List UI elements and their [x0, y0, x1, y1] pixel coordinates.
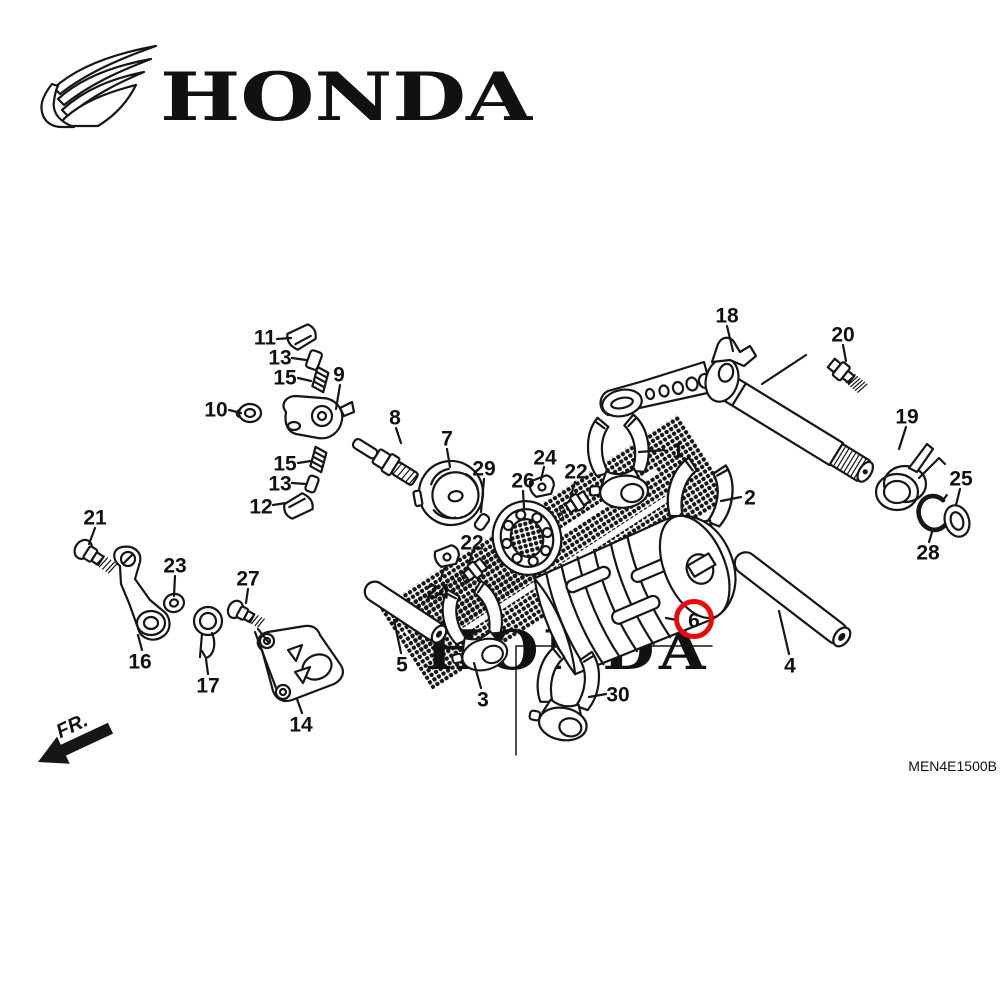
part-label-12: 12 [249, 496, 272, 519]
part-label-16: 16 [128, 651, 151, 674]
highlight-circle-part-6 [674, 599, 714, 639]
part-3-drawing [441, 579, 509, 672]
part-label-10: 10 [204, 399, 227, 422]
part-13-upper-drawing [305, 349, 323, 371]
part-label-26: 26 [511, 470, 534, 493]
part-12-drawing [283, 492, 314, 520]
part-6-drawing [533, 514, 737, 676]
part-label-15: 15 [273, 367, 297, 390]
diagram-code: MEN4E1500B [908, 758, 997, 774]
part-label-22: 22 [564, 461, 587, 484]
front-arrow-icon [38, 722, 114, 764]
part-9-drawing [282, 394, 356, 440]
part-label-11: 11 [254, 327, 277, 350]
part-15-lower-drawing [309, 445, 328, 474]
part-11-drawing [286, 323, 317, 351]
part-7-drawing [412, 459, 485, 527]
part-24-upper-drawing [528, 474, 555, 498]
part-label-15: 15 [273, 453, 297, 476]
part-23-drawing [162, 592, 186, 614]
part-27-drawing [226, 599, 265, 628]
part-label-6: 6 [688, 610, 700, 633]
honda-logo-text: HONDA [160, 58, 533, 136]
part-13-lower-drawing [304, 474, 320, 494]
part-label-19: 19 [895, 406, 918, 429]
part-29-drawing [473, 513, 491, 531]
part-19-drawing [874, 442, 947, 512]
part-26-drawing [491, 500, 563, 576]
part-label-18: 18 [715, 305, 739, 328]
part-label-24: 24 [426, 581, 450, 604]
part-label-4: 4 [784, 655, 796, 678]
part-5-drawing [363, 580, 448, 644]
part-label-23: 23 [163, 555, 186, 578]
part-22-lower-drawing [453, 557, 489, 591]
part-labels: 1234567891011121313141515161718192021222… [83, 305, 973, 737]
part-25-drawing [943, 504, 971, 538]
part-16-drawing [113, 545, 171, 641]
part-30-drawing [528, 644, 601, 742]
part-4-drawing [733, 551, 852, 648]
part-17-drawing [192, 605, 224, 660]
part-22-upper-drawing [554, 490, 591, 521]
part-label-13: 13 [268, 347, 291, 370]
part-label-22: 22 [460, 532, 483, 555]
part-label-5: 5 [396, 654, 408, 677]
part-label-9: 9 [333, 364, 345, 387]
part-label-1: 1 [672, 440, 684, 463]
part-label-27: 27 [236, 568, 259, 591]
part-label-13: 13 [268, 473, 291, 496]
part-14-drawing [256, 624, 344, 703]
part-label-30: 30 [606, 684, 629, 707]
part-label-20: 20 [831, 324, 854, 347]
part-20-drawing [826, 357, 868, 393]
part-label-25: 25 [949, 468, 973, 491]
honda-wing-icon [40, 44, 158, 129]
part-18-drawing [599, 336, 875, 483]
part-label-24: 24 [533, 447, 557, 470]
front-direction-marker: FR. [38, 709, 114, 764]
part-label-29: 29 [472, 458, 495, 481]
part-label-28: 28 [916, 542, 940, 565]
part-label-21: 21 [83, 507, 107, 530]
part-label-2: 2 [744, 487, 756, 510]
part-label-8: 8 [389, 407, 401, 430]
part-label-3: 3 [477, 689, 489, 712]
part-label-14: 14 [289, 714, 313, 737]
part-15-upper-drawing [311, 365, 330, 394]
part-24-lower-drawing [433, 544, 460, 568]
part-1-drawing [586, 413, 650, 509]
honda-logo: HONDA [40, 44, 533, 136]
part-8-drawing [351, 437, 419, 486]
part-label-17: 17 [196, 675, 219, 698]
part-label-7: 7 [441, 428, 453, 451]
part-21-drawing [73, 538, 118, 574]
